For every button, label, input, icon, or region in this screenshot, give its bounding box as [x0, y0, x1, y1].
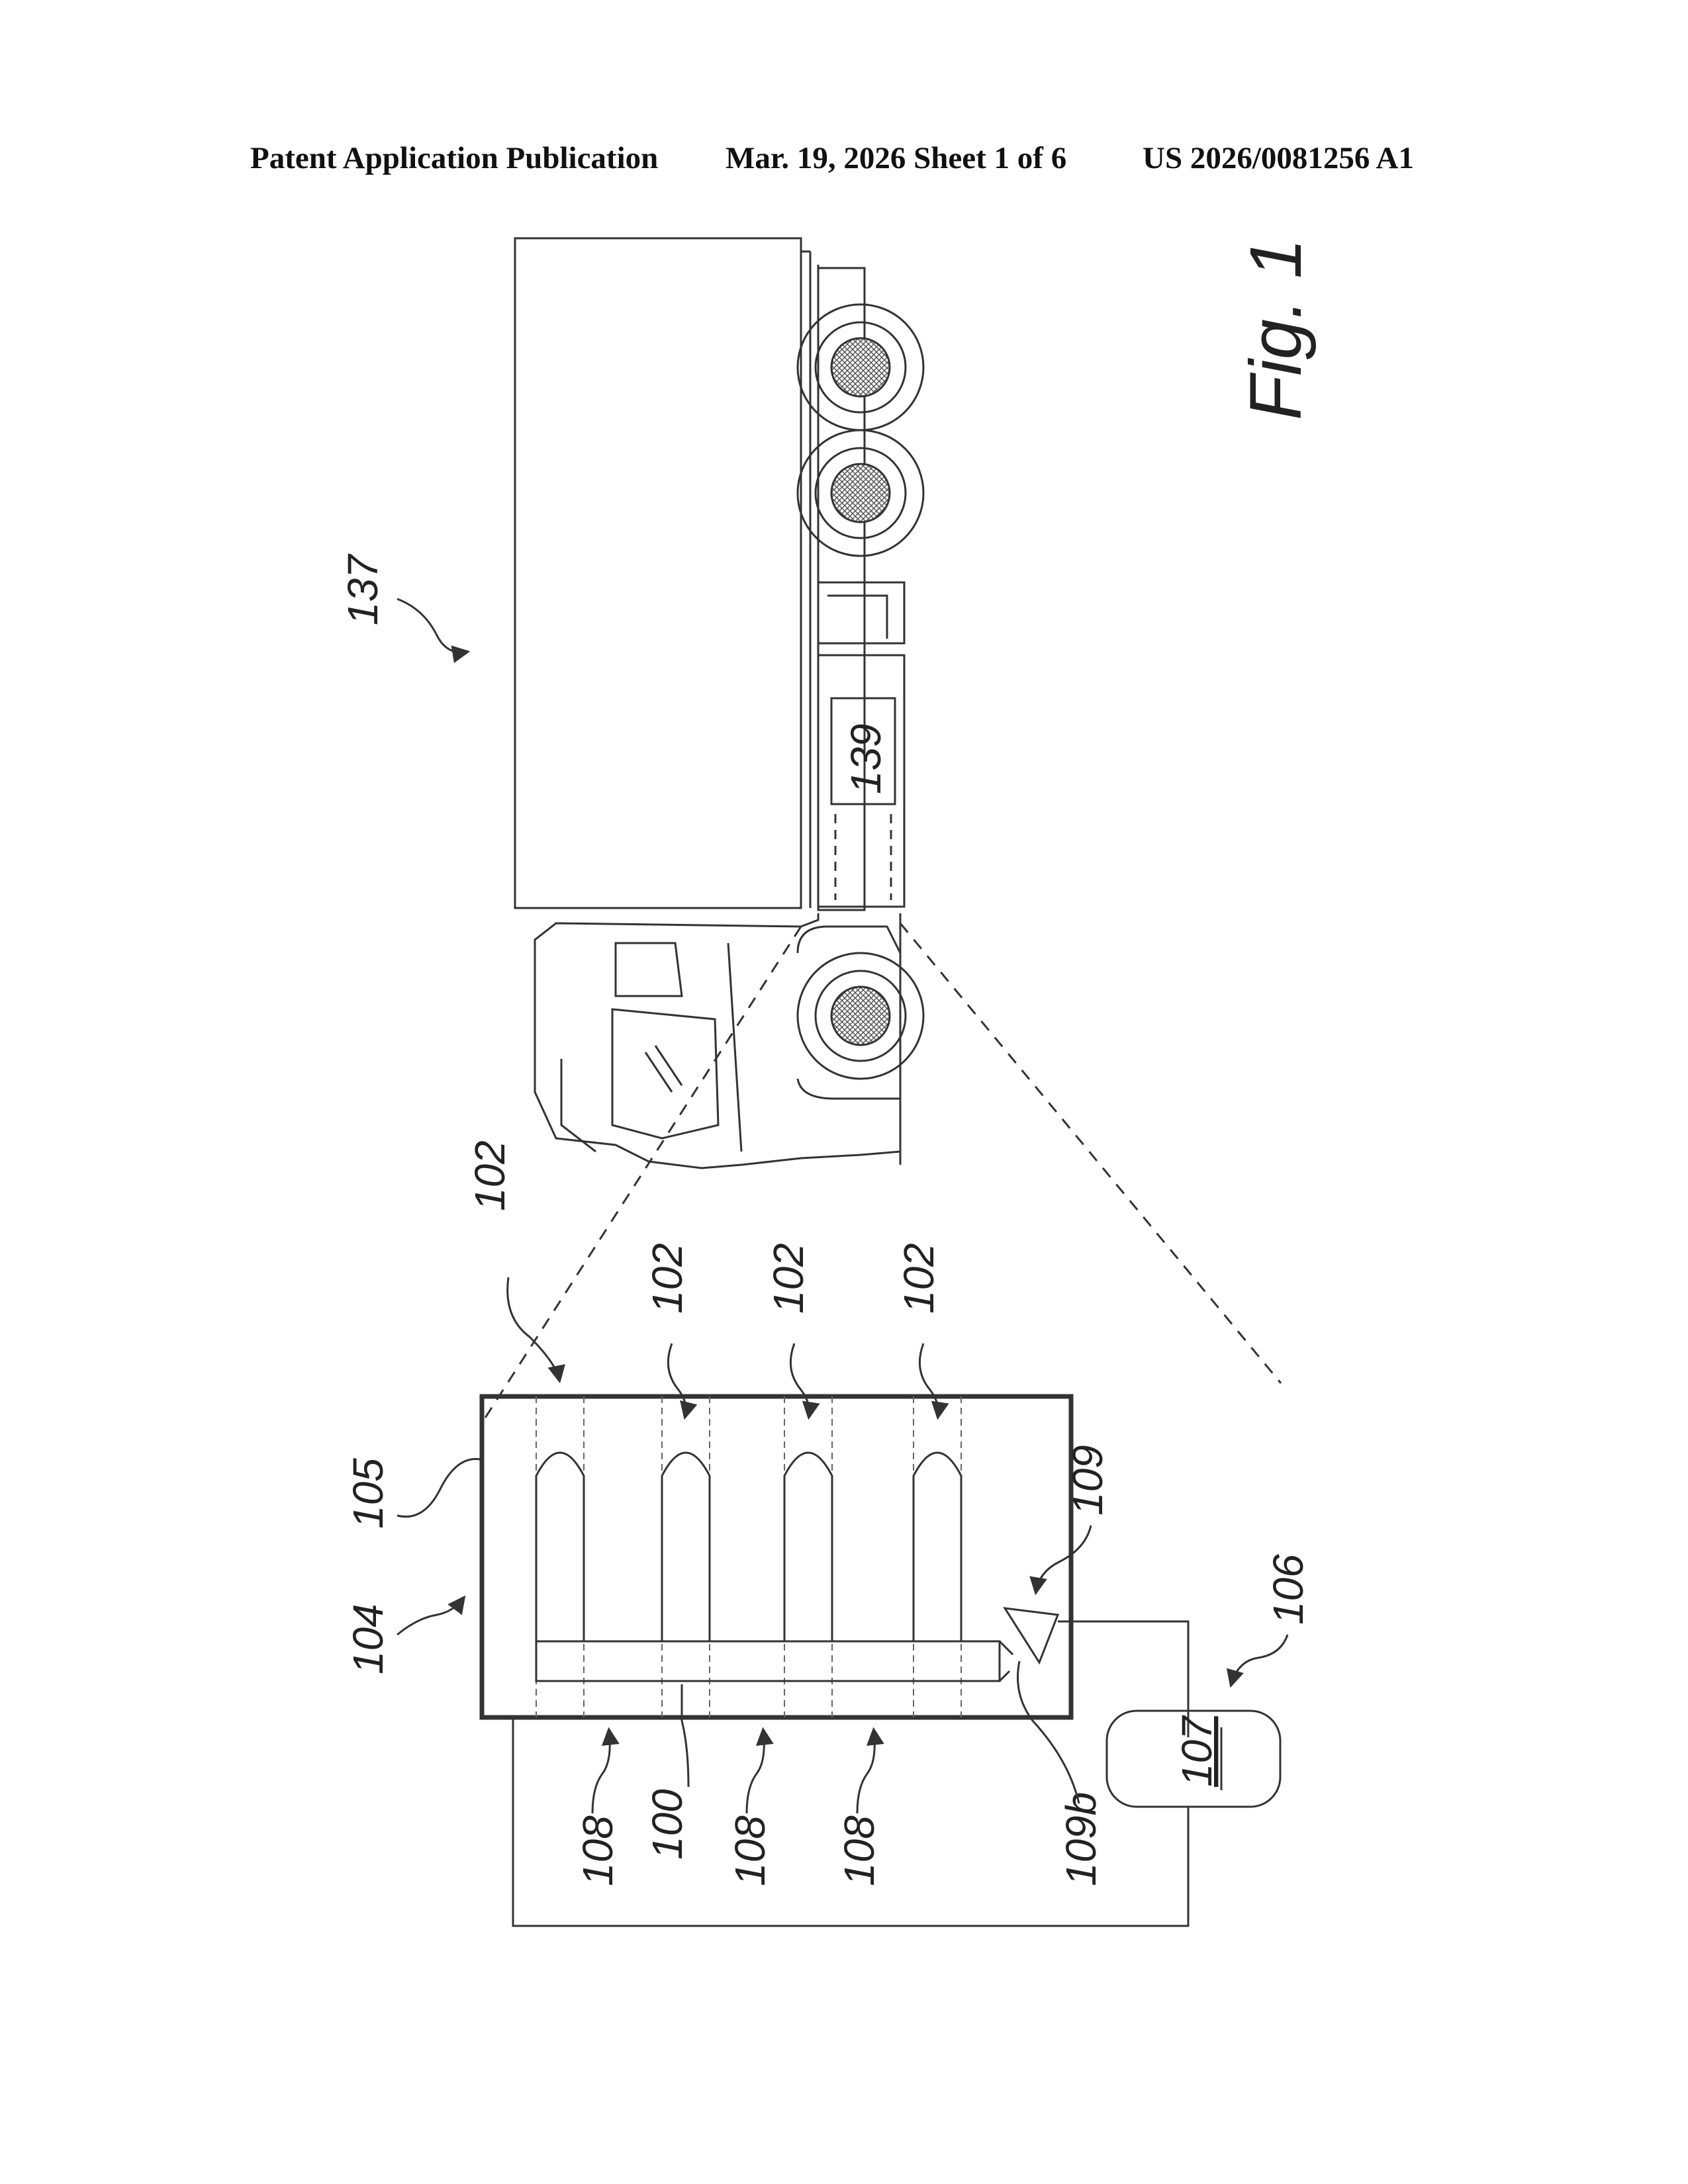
front-wheel — [798, 953, 923, 1079]
ref-108-a: 108 — [574, 1815, 622, 1886]
cell-2 — [662, 1453, 710, 1641]
circuit-line-upper — [1058, 1621, 1188, 1737]
cell-1 — [536, 1453, 584, 1641]
ref-102-b: 102 — [643, 1243, 691, 1314]
ref-109: 109 — [1064, 1445, 1111, 1516]
ref-108-b: 108 — [726, 1815, 774, 1886]
leader-lines — [397, 1277, 1288, 1813]
ref-105: 105 — [344, 1458, 392, 1529]
cell-3 — [784, 1453, 832, 1641]
cab-rear-window — [616, 943, 682, 996]
housing-105 — [482, 1396, 1071, 1717]
ref-102-d: 102 — [895, 1243, 943, 1314]
ref-107: 107 — [1173, 1715, 1221, 1787]
ref-102-a: 102 — [466, 1140, 514, 1211]
ref-109b: 109b — [1057, 1792, 1105, 1886]
ref-102-c: 102 — [765, 1243, 812, 1314]
ref-108-c: 108 — [835, 1815, 883, 1886]
ref-139: 139 — [842, 723, 890, 794]
cargo-box — [515, 238, 801, 908]
cell-4 — [914, 1453, 961, 1641]
manifold-100 — [536, 1641, 1000, 1681]
cab-door-window — [612, 1009, 718, 1138]
projection-line-upper — [482, 927, 801, 1423]
figure-label: Fig. 1 — [1235, 238, 1317, 420]
rear-wheel-1 — [798, 304, 923, 430]
ref-137: 137 — [339, 553, 387, 625]
ref-106: 106 — [1264, 1554, 1312, 1625]
projection-line-lower — [900, 923, 1281, 1383]
ref-104: 104 — [344, 1604, 392, 1674]
rear-wheel-2 — [798, 430, 923, 556]
truck-illustration — [515, 238, 923, 1168]
ref-100: 100 — [643, 1789, 691, 1860]
